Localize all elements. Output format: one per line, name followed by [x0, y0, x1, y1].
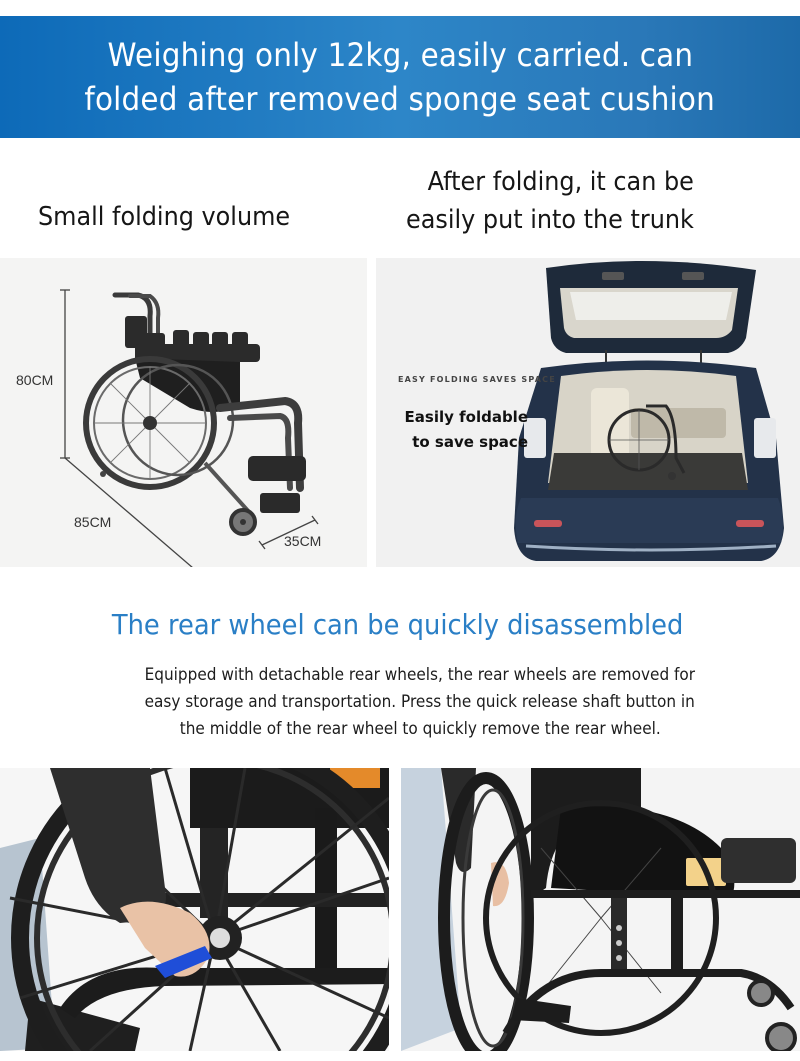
- banner-line-2: folded after removed sponge seat cushion: [84, 80, 716, 118]
- wheel-release-photo-left: [0, 768, 389, 1051]
- easily-foldable-label: Easily foldable to save space: [396, 405, 528, 455]
- description-line-1: Equipped with detachable rear wheels, th…: [144, 665, 696, 685]
- wheelchair-illustration: [60, 289, 319, 567]
- description-line-3: the middle of the rear wheel to quickly …: [179, 719, 661, 739]
- dimension-width-label: 35CM: [284, 533, 322, 549]
- easily-foldable-line-2: to save space: [412, 433, 528, 451]
- rear-wheel-heading: The rear wheel can be quickly disassembl…: [0, 604, 800, 646]
- wheel-detach-illustration: [401, 768, 800, 1051]
- car-trunk-illustration: [514, 260, 784, 561]
- description-line-2: easy storage and transportation. Press t…: [144, 692, 696, 712]
- caption-trunk-line-2: easily put into the trunk: [406, 205, 694, 235]
- caption-trunk-line-1: After folding, it can be: [427, 167, 694, 197]
- car-trunk-image: [376, 258, 800, 567]
- dimension-height-label: 80CM: [16, 372, 54, 388]
- easily-foldable-line-1: Easily foldable: [404, 408, 528, 426]
- rear-wheel-description: Equipped with detachable rear wheels, th…: [58, 662, 782, 743]
- headline-banner: Weighing only 12kg, easily carried. can …: [0, 16, 800, 138]
- wheel-release-photo-right: [401, 768, 800, 1051]
- caption-small-folding-volume: Small folding volume: [38, 202, 291, 232]
- easy-folding-tagline: EASY FOLDING SAVES SPACE: [398, 375, 556, 384]
- banner-line-1: Weighing only 12kg, easily carried. can: [107, 36, 693, 74]
- folded-wheelchair-image: 80CM 85CM 35CM: [0, 258, 367, 567]
- caption-trunk: After folding, it can be easily put into…: [406, 163, 694, 239]
- dimension-length-label: 85CM: [74, 514, 112, 530]
- rear-wheel-heading-text: The rear wheel can be quickly disassembl…: [112, 608, 684, 641]
- quick-release-illustration: [0, 768, 389, 1051]
